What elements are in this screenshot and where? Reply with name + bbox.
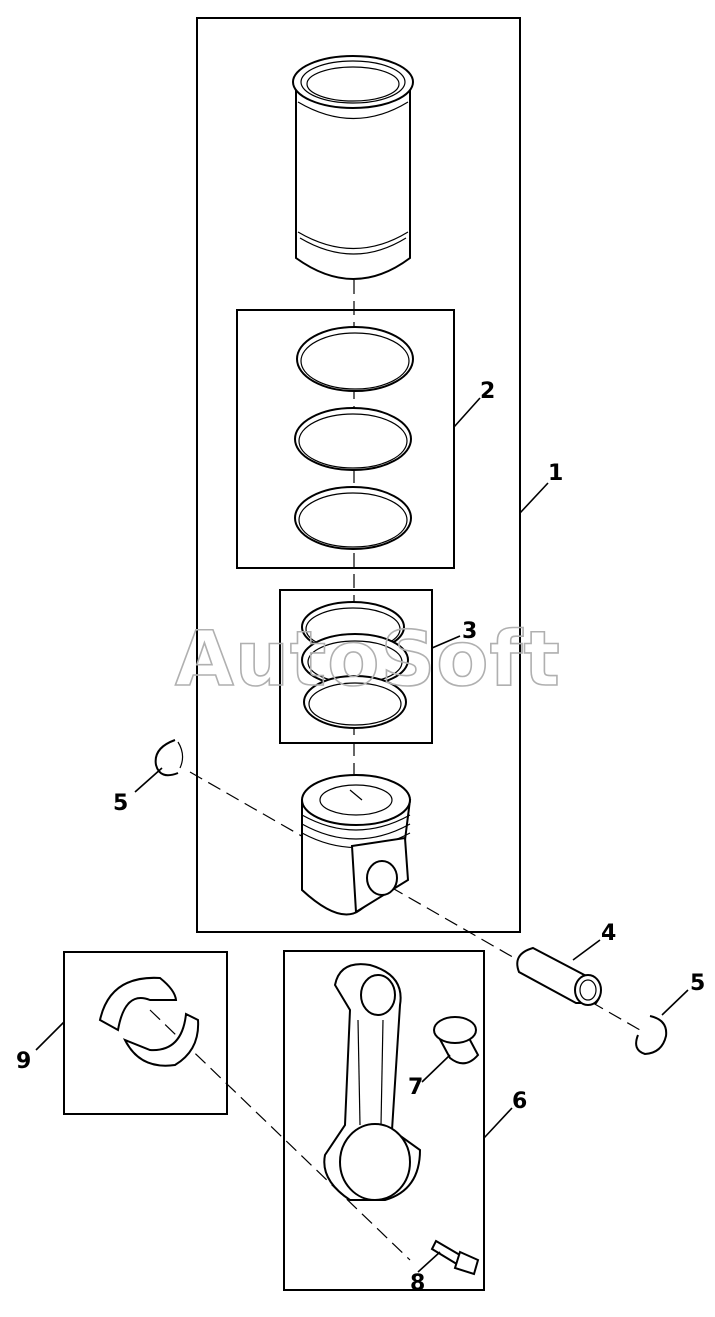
small-end-bushing bbox=[433, 1016, 480, 1065]
callout-3: 3 bbox=[462, 619, 477, 644]
callout-6: 6 bbox=[512, 1089, 527, 1114]
frame-group-2 bbox=[236, 309, 455, 569]
bearing-axis bbox=[149, 1009, 411, 1261]
callout-7: 7 bbox=[408, 1075, 423, 1100]
callout-8: 8 bbox=[410, 1271, 425, 1296]
piston bbox=[301, 774, 412, 916]
watermark-text: AutoSoft bbox=[175, 614, 561, 703]
callout-4: 4 bbox=[601, 921, 616, 946]
leader-8 bbox=[417, 1251, 441, 1273]
leader-1 bbox=[519, 482, 549, 514]
leader-5b bbox=[661, 989, 689, 1016]
callout-5a: 5 bbox=[113, 791, 128, 816]
piston-ring-set-lower bbox=[301, 601, 409, 729]
piston-pin bbox=[516, 946, 602, 1006]
callout-5b: 5 bbox=[690, 971, 705, 996]
frame-group-9 bbox=[63, 951, 228, 1115]
connecting-rod bbox=[323, 963, 422, 1201]
leader-4 bbox=[572, 939, 601, 961]
rod-bolt bbox=[430, 1239, 480, 1276]
frame-group-3 bbox=[279, 589, 433, 744]
callout-9: 9 bbox=[16, 1049, 31, 1074]
piston-ring-set-upper bbox=[294, 326, 414, 550]
leader-3 bbox=[431, 635, 461, 649]
leader-6 bbox=[483, 1107, 513, 1139]
cylinder-liner bbox=[292, 55, 414, 280]
snap-ring-left bbox=[154, 739, 184, 777]
frame-group-6 bbox=[283, 950, 485, 1291]
leader-2 bbox=[453, 397, 481, 428]
leader-7 bbox=[421, 1054, 451, 1083]
leader-9 bbox=[35, 1021, 65, 1051]
snap-ring-right bbox=[635, 1015, 668, 1056]
bearing-shells bbox=[98, 976, 200, 1067]
callout-2: 2 bbox=[480, 379, 495, 404]
leader-5a bbox=[134, 767, 163, 793]
frame-group-1 bbox=[196, 17, 521, 933]
callout-1: 1 bbox=[548, 461, 563, 486]
